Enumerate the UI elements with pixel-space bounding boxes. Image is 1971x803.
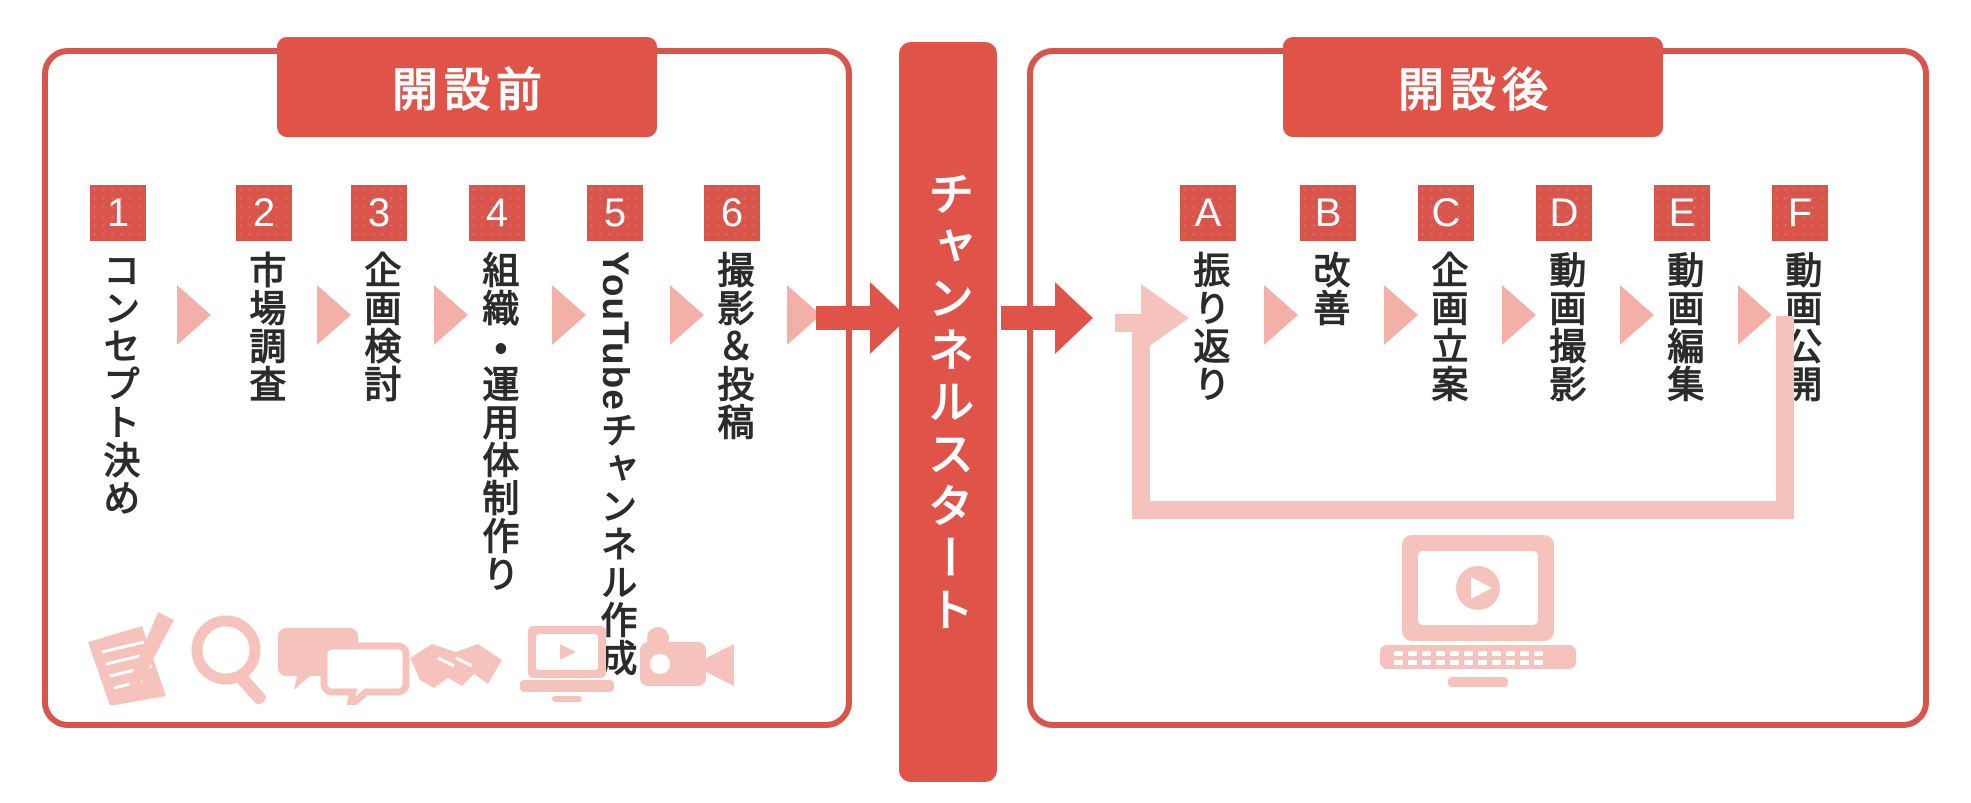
channel-start-label: チャンネルスタート	[922, 170, 974, 638]
triangle-right-icon	[1502, 285, 1536, 345]
step-badge: 3	[351, 185, 407, 241]
video-camera-icon	[640, 627, 734, 686]
speech-bubbles-icon	[278, 628, 410, 705]
triangle-right-icon	[1620, 285, 1654, 345]
triangle-right-icon	[317, 285, 351, 345]
magnifier-icon	[191, 615, 266, 705]
arrow-out-of-start-icon	[1001, 282, 1093, 354]
laptop-play-icon	[1380, 535, 1576, 687]
step-pre-3: 3 企画検討	[347, 185, 411, 403]
step-badge: B	[1300, 185, 1356, 241]
step-label: 市場調査	[243, 251, 285, 403]
step-label: 振り返り	[1187, 251, 1229, 403]
step-label: 組織・運用体制作り	[476, 251, 518, 593]
step-pre-5: 5 YouTubeチャンネル作成	[583, 185, 647, 677]
step-post-e: E 動画編集	[1650, 185, 1714, 403]
pre-launch-icon-strip	[80, 610, 780, 705]
step-post-a: A 振り返り	[1176, 185, 1240, 403]
step-badge: A	[1180, 185, 1236, 241]
triangle-right-icon	[434, 285, 468, 345]
triangle-right-icon	[552, 285, 586, 345]
triangle-right-icon	[787, 285, 821, 345]
step-pre-2: 2 市場調査	[232, 185, 296, 403]
step-post-b: B 改善	[1296, 185, 1360, 327]
step-label: 企画検討	[358, 251, 400, 403]
laptop-video-icon	[520, 626, 614, 702]
step-label: 企画立案	[1425, 251, 1467, 403]
step-label: 撮影＆投稿	[711, 251, 753, 441]
step-badge: 2	[236, 185, 292, 241]
step-badge: E	[1654, 185, 1710, 241]
channel-start-bar: チャンネルスタート	[899, 42, 997, 782]
step-post-d: D 動画撮影	[1532, 185, 1596, 403]
post-launch-icon-strip	[1380, 535, 1580, 695]
pre-launch-panel	[42, 48, 852, 728]
step-badge: F	[1772, 185, 1828, 241]
triangle-right-icon	[1384, 285, 1418, 345]
triangle-right-icon	[670, 285, 704, 345]
step-label: 動画撮影	[1543, 251, 1585, 403]
step-badge: 4	[469, 185, 525, 241]
step-label: コンセプト決め	[97, 251, 139, 517]
step-pre-4: 4 組織・運用体制作り	[465, 185, 529, 593]
arrow-into-start-icon	[816, 282, 908, 354]
step-badge: 1	[90, 185, 146, 241]
triangle-right-icon	[1738, 285, 1772, 345]
step-badge: 5	[587, 185, 643, 241]
step-label: 動画編集	[1661, 251, 1703, 403]
post-launch-title-banner: 開設後	[1283, 37, 1663, 137]
step-pre-6: 6 撮影＆投稿	[700, 185, 764, 441]
step-post-c: C 企画立案	[1414, 185, 1478, 403]
handshake-icon	[410, 644, 502, 688]
triangle-right-icon	[1264, 285, 1298, 345]
triangle-right-icon	[177, 285, 211, 345]
pre-launch-title-banner: 開設前	[277, 37, 657, 137]
step-badge: D	[1536, 185, 1592, 241]
document-pen-icon	[88, 612, 174, 705]
step-pre-1: 1 コンセプト決め	[86, 185, 150, 517]
step-label: 改善	[1307, 251, 1349, 327]
feedback-loop-arrow-icon	[1085, 280, 1825, 540]
step-badge: C	[1418, 185, 1474, 241]
step-badge: 6	[704, 185, 760, 241]
step-label: YouTubeチャンネル作成	[594, 251, 636, 677]
